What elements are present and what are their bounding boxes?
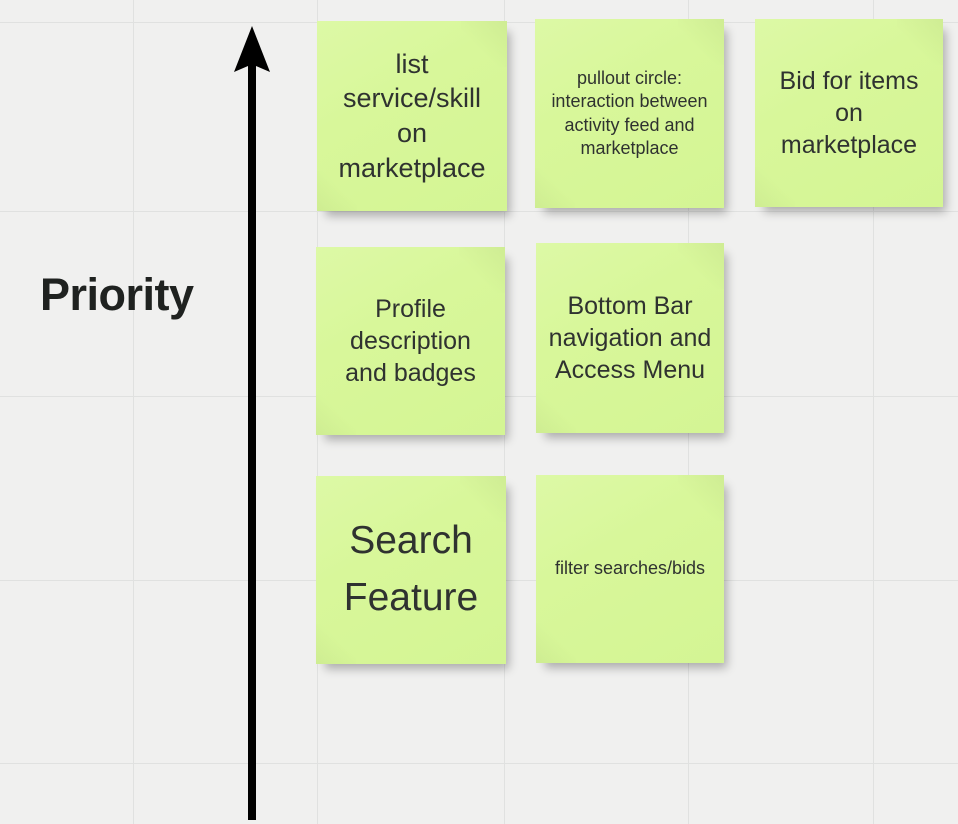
sticky-note-text: Profile description and badges — [345, 295, 476, 387]
priority-axis-label: Priority — [40, 269, 194, 320]
sticky-note-bottom-bar-navigation[interactable]: Bottom Bar navigation and Access Menu — [536, 243, 724, 433]
gridline-horizontal — [0, 211, 958, 212]
sticky-note-bid-for-items[interactable]: Bid for items on marketplace — [755, 19, 943, 207]
sticky-note-filter-searches-bids[interactable]: filter searches/bids — [536, 475, 724, 663]
priority-axis-arrow-icon — [232, 20, 272, 820]
sticky-note-profile-description-badges[interactable]: Profile description and badges — [316, 247, 505, 435]
sticky-note-text: Bottom Bar navigation and Access Menu — [548, 292, 712, 384]
sticky-note-pullout-circle[interactable]: pullout circle: interaction between acti… — [535, 19, 724, 208]
sticky-note-text: list service/skill on marketplace — [338, 48, 486, 183]
sticky-note-text: Search Feature — [343, 519, 479, 619]
sticky-note-list-service-skill[interactable]: list service/skill on marketplace — [317, 21, 507, 211]
sticky-note-search-feature[interactable]: Search Feature — [316, 476, 506, 664]
gridline-horizontal — [0, 763, 958, 764]
gridline-vertical — [133, 0, 134, 824]
sticky-note-text: Bid for items on marketplace — [779, 67, 919, 159]
sticky-note-text: filter searches/bids — [554, 558, 706, 579]
sticky-note-text: pullout circle: interaction between acti… — [551, 68, 708, 158]
